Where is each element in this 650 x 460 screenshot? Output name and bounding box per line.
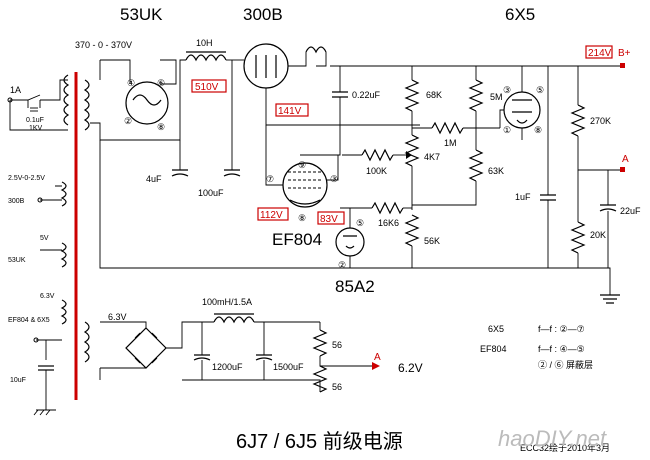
resistor-16k6-label: 16K6 (378, 218, 399, 228)
cap-1uf-label: 1uF (515, 192, 531, 202)
tube-label-85a2: 85A2 (335, 277, 375, 296)
heater-bypass-cap: 10uF (10, 377, 26, 384)
heater-ef804-voltage: 6.3V (40, 293, 55, 300)
heater-53uk-voltage: 5V (40, 235, 49, 242)
cap-4uf-label: 4uF (146, 174, 162, 184)
hv-winding-label: 370 - 0 - 370V (75, 40, 132, 50)
voltage-box-83v: 83V (317, 211, 345, 225)
pass-tube-300b (240, 43, 327, 89)
pin-85-5: ⑤ (356, 218, 364, 228)
output-b-plus: 214V B+ (585, 45, 631, 68)
fuse-label: 1A (10, 85, 21, 95)
pentode-ef804 (265, 125, 339, 208)
resistor-5m-label: 5M (490, 92, 503, 102)
pin-4: ④ (127, 78, 135, 88)
tube-label-ef804: EF804 (272, 230, 322, 249)
pin-6x5-8: ⑧ (534, 125, 542, 135)
pin-2: ② (124, 116, 132, 126)
legend-6x5-name: 6X5 (488, 324, 504, 334)
legend-6x5-value: f—f : ②—⑦ (538, 324, 585, 334)
diagram-title: 6J7 / 6J5 前级电源 (236, 430, 403, 453)
legend-ef804-name: EF804 (480, 344, 507, 354)
resistor-100k-label: 100K (366, 166, 387, 176)
resistor-1m-label: 1M (444, 138, 457, 148)
pin-8: ⑧ (157, 122, 165, 132)
power-transformer (60, 72, 90, 400)
heater-300b-voltage: 2.5V-0-2.5V (8, 175, 45, 182)
watermark: haoDIY.net (498, 426, 607, 451)
voltage-box-510v: 510V (191, 79, 227, 93)
cap-022uf-label: 0.22uF (352, 90, 381, 100)
lv-input-voltage: 6.3V (108, 312, 127, 322)
heater-53uk-label: 53UK (8, 257, 26, 264)
cap-22uf-label: 22uF (620, 206, 641, 216)
voltage-box-141v: 141V (275, 103, 309, 117)
resistor-68k-label: 68K (426, 90, 442, 100)
legend-ef804-value: f—f : ④—⑤ (538, 344, 585, 354)
lv-choke (213, 313, 255, 324)
resistor-56-bot: 56 (332, 382, 342, 392)
resistor-4k7-label: 4K7 (424, 152, 440, 162)
snubber-cap-voltage: 1KV (29, 125, 43, 132)
voltage-214v: 214V (588, 48, 612, 59)
bridge-rectifier (100, 321, 214, 369)
regulator-tube-85a2 (335, 208, 365, 268)
legend-shield: ② / ⑥ 屏蔽层 (538, 359, 593, 370)
lv-choke-label: 100mH/1.5A (202, 297, 252, 307)
mains-input: 1A 0.1uF 1KV (7, 79, 68, 132)
hv-choke (185, 51, 227, 62)
resistor-56k-label: 56K (424, 236, 440, 246)
pin-ef-3: ③ (330, 174, 338, 184)
resistor-63k-label: 63K (488, 166, 504, 176)
lv-output-a: A (374, 352, 381, 363)
driver-tube-6x5 (499, 66, 541, 140)
resistor-20k-label: 20K (590, 230, 606, 240)
pin-ef-7: ⑦ (266, 174, 274, 184)
cap-1500uf-label: 1500uF (273, 362, 304, 372)
tube-label-53uk: 53UK (120, 5, 163, 24)
snubber-cap-value: 0.1uF (26, 117, 44, 124)
voltage-box-112v: 112V (257, 207, 289, 221)
voltage-510v: 510V (195, 82, 219, 93)
lv-output-voltage: 6.2V (398, 361, 423, 375)
voltage-141v: 141V (278, 106, 302, 117)
pin-85-2: ② (338, 260, 346, 270)
output-a-label: A (622, 154, 629, 165)
pin-6x5-3: ③ (503, 85, 511, 95)
heater-ef804-label: EF804 & 6X5 (8, 317, 50, 324)
author-credit: ECC32绘于2010年3月 (520, 442, 610, 453)
tube-label-6x5: 6X5 (505, 5, 535, 24)
voltage-112v: 112V (260, 210, 283, 221)
voltage-83v: 83V (320, 214, 338, 225)
pin-ef-8: ⑧ (298, 213, 306, 223)
tube-label-300b: 300B (243, 5, 283, 24)
pin-6: ⑥ (157, 78, 165, 88)
resistor-270k-label: 270K (590, 116, 611, 126)
cap-1200uf-label: 1200uF (212, 362, 243, 372)
resistor-56-top: 56 (332, 340, 342, 350)
heater-300b-label: 300B (8, 198, 25, 205)
cap-100uf-label: 100uF (198, 188, 224, 198)
pin-6x5-1: ① (503, 125, 511, 135)
rectifier-tube-53uk (99, 59, 177, 125)
choke-10h-label: 10H (196, 38, 213, 48)
pin-6x5-5: ⑤ (536, 85, 544, 95)
b-plus-label: B+ (618, 48, 631, 59)
pin-ef-9: ⑨ (298, 160, 306, 170)
